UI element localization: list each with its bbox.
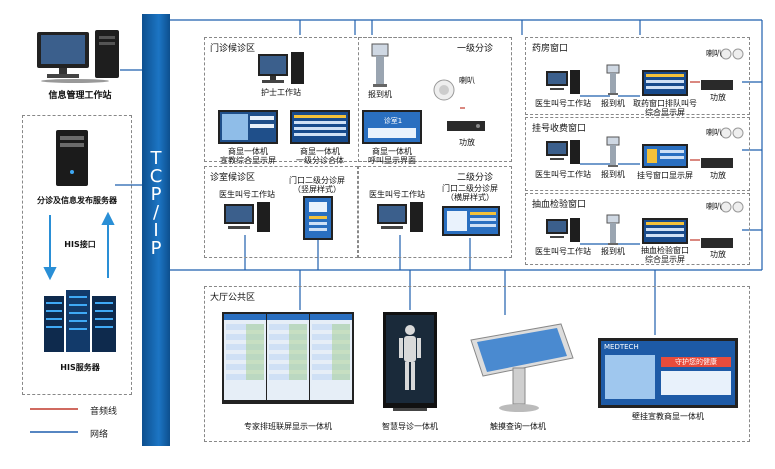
zone-pharmacy-window-title: 药房窗口 (530, 41, 571, 54)
ph-screen-label-2: 综合显示屏 (645, 108, 685, 117)
speaker-label: 喇叭 (459, 76, 475, 85)
promo-screen (218, 110, 278, 144)
bl-screen-label-2: 综合显示屏 (645, 255, 685, 264)
call-screen-banner: 诊室1 (383, 117, 403, 125)
ph-checkin-icon (606, 64, 620, 96)
ph-speaker-icon (720, 46, 744, 60)
door-screen-h-label-1: 门口二级分诊屏 (442, 184, 498, 193)
call-screen: 诊室1 (362, 110, 422, 144)
bl-speaker-label: 喇叭 (706, 202, 722, 211)
zone-level2-triage-title: 二级分诊 (455, 170, 496, 183)
speaker-icon (432, 78, 456, 102)
rg-doctor-icon (545, 140, 581, 166)
smart-guide-label: 智慧导诊一体机 (382, 422, 438, 431)
door-screen-horizontal (442, 206, 500, 236)
zone-level1-triage (358, 37, 512, 162)
doctor-station-b-icon (375, 202, 425, 236)
doctor-station-a-label: 医生叫号工作站 (219, 190, 275, 199)
bl-screen-label-1: 抽血检验窗口 (641, 246, 689, 255)
his-interface-label: HIS接口 (64, 240, 96, 249)
bl-speaker-icon (720, 199, 744, 213)
amplifier-label: 功放 (459, 138, 475, 147)
expert-schedule-screens (222, 312, 354, 404)
promo-screen-label-1: 商显一体机 (228, 147, 268, 156)
bl-doctor-icon (545, 218, 581, 244)
zone-blood-window-title: 抽血检验窗口 (530, 197, 589, 210)
expert-schedule-label: 专家排班联屏显示一体机 (244, 422, 332, 431)
rg-amp-label: 功放 (710, 171, 726, 180)
door-screen-v-label-2: （竖屏样式） (293, 185, 341, 194)
check-in-kiosk-label: 报到机 (368, 90, 392, 99)
rg-amp-icon (700, 154, 734, 168)
triage-screen (290, 110, 350, 144)
doctor-station-b-label: 医生叫号工作站 (369, 190, 425, 199)
nurse-station-icon (256, 52, 306, 88)
zone-register-window (525, 117, 750, 191)
zone-pharmacy-window (525, 37, 750, 115)
bl-amp-icon (700, 234, 734, 248)
zone-lobby (204, 286, 750, 442)
rg-doctor-label: 医生叫号工作站 (535, 170, 591, 179)
wall-promo-label: 壁挂宣教商显一体机 (632, 412, 704, 421)
zone-outpatient-wait-title: 门诊候诊区 (208, 41, 258, 54)
touch-query-label: 触摸查询一体机 (490, 422, 546, 431)
ph-doctor-label: 医生叫号工作站 (535, 99, 591, 108)
triage-screen-label-1: 商显一体机 (300, 147, 340, 156)
zone-register-window-title: 挂号收费窗口 (530, 121, 589, 134)
zone-blood-window (525, 193, 750, 265)
door-screen-h-label-2: （横屏样式） (446, 193, 494, 202)
touch-query-kiosk (465, 318, 575, 414)
rg-screen (642, 144, 688, 168)
promo-screen-label-2: 宣教综合显示屏 (220, 156, 276, 165)
ph-checkin-label: 报到机 (601, 99, 625, 108)
call-screen-label-2: 呼叫显示界面 (368, 156, 416, 165)
bl-amp-label: 功放 (710, 250, 726, 259)
triage-server-label: 分诊及信息发布服务器 (37, 196, 117, 205)
his-server-icon (38, 286, 124, 354)
bl-checkin-label: 报到机 (601, 247, 625, 256)
triage-server-icon (52, 128, 92, 188)
wall-promo-slogan: 守护您的健康 (661, 357, 731, 367)
wall-promo-brand: MEDTECH (604, 343, 639, 351)
rg-speaker-label: 喇叭 (706, 128, 722, 137)
server-zone (22, 115, 132, 395)
rg-screen-label: 挂号窗口显示屏 (637, 171, 693, 180)
zone-level2-triage (358, 166, 512, 258)
tcp-ip-backbone (142, 14, 170, 446)
call-screen-label-1: 商显一体机 (372, 147, 412, 156)
doctor-station-a-icon (222, 202, 272, 236)
door-screen-vertical (303, 196, 333, 240)
ph-screen (642, 70, 688, 96)
bl-screen (642, 218, 688, 244)
legend-network-label: 网络 (90, 430, 109, 440)
triage-screen-label-2: 一级分诊合体 (296, 156, 344, 165)
info-workstation-icon (35, 28, 125, 83)
info-workstation-label: 信息管理工作站 (48, 91, 112, 101)
ph-screen-label-1: 取药窗口排队叫号 (633, 99, 697, 108)
wall-promo-screen: MEDTECH 守护您的健康 (598, 338, 738, 408)
check-in-kiosk-icon (370, 42, 390, 88)
legend-audio-label: 音频线 (90, 407, 118, 417)
ph-amp-label: 功放 (710, 93, 726, 102)
smart-guide-machine (383, 312, 437, 412)
rg-checkin-label: 报到机 (601, 170, 625, 179)
zone-clinic-wait-title: 诊室候诊区 (208, 170, 258, 183)
amplifier-icon (446, 118, 486, 132)
zone-clinic-wait (204, 166, 358, 258)
rg-checkin-icon (606, 136, 620, 168)
door-screen-v-label-1: 门口二级分诊屏 (289, 176, 345, 185)
his-server-label: HIS服务器 (60, 363, 100, 372)
zone-lobby-title: 大厅公共区 (208, 290, 258, 303)
nurse-station-label: 护士工作站 (261, 88, 301, 97)
zone-level1-triage-title: 一级分诊 (455, 41, 496, 54)
bl-checkin-icon (606, 214, 620, 246)
rg-speaker-icon (720, 125, 744, 139)
ph-amp-icon (700, 76, 734, 90)
ph-speaker-label: 喇叭 (706, 49, 722, 58)
bl-doctor-label: 医生叫号工作站 (535, 247, 591, 256)
tcp-ip-label: T C P / I P (149, 148, 163, 259)
ph-doctor-icon (545, 70, 581, 96)
